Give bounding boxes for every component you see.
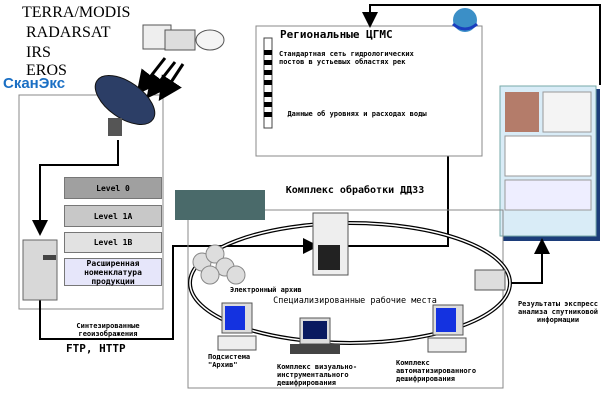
- workplaces-label: Специализированные рабочие места: [273, 296, 437, 306]
- subsystem-archive-label: Подсистема "Архив": [208, 353, 251, 369]
- institute-logo-icon: [175, 190, 265, 220]
- workstation-icon-visual: [290, 317, 340, 354]
- cgms-data: Данные об уровнях и расходах воды: [287, 110, 427, 118]
- auto-complex-label: Комплекс автоматизированного дешифрирова…: [396, 359, 477, 383]
- level-0: Level 0: [64, 177, 162, 199]
- workstation-icon-archive: [217, 302, 257, 351]
- reception-box: [18, 94, 164, 310]
- processing-server-icon: [312, 212, 349, 276]
- visual-complex-label: Комплекс визуально-инструментального деш…: [277, 363, 358, 387]
- printer-icon: [474, 269, 506, 291]
- processing-title: Комплекс обработки ДДЗЗ: [285, 185, 425, 196]
- geo-images-label: Синтезированные геоизображения: [76, 322, 140, 338]
- satellite-name: IRS: [26, 44, 51, 61]
- cgms-network: Стандартная сеть гидрологических постов …: [279, 50, 414, 66]
- scanex-logo: СканЭкс: [3, 75, 66, 92]
- antenna-dish-icon: [94, 75, 156, 136]
- satellite-name: TERRA/MODIS: [22, 4, 131, 21]
- cgms-box: [255, 25, 483, 157]
- disc-archive-icon: [192, 244, 246, 285]
- globe-logo-icon: [452, 8, 478, 32]
- protocols-label: FTP, HTTP: [66, 342, 126, 355]
- level-1b: Level 1B: [64, 232, 162, 253]
- archive-label: Электронный архив: [230, 286, 302, 294]
- results-label: Результаты экспресс анализа спутниковой …: [517, 300, 599, 324]
- extended-products: Расширенная номенклатура продукции: [64, 258, 162, 286]
- cgms-title: Региональные ЦГМС: [280, 28, 393, 41]
- satellite-icon: [142, 24, 225, 51]
- satellite-name: EROS: [26, 62, 67, 79]
- satellite-name: RADARSAT: [26, 24, 111, 41]
- server-icon: [22, 239, 58, 301]
- level-1a: Level 1A: [64, 205, 162, 227]
- workstation-icon-auto: [427, 304, 467, 353]
- results-document-icon: [499, 85, 600, 241]
